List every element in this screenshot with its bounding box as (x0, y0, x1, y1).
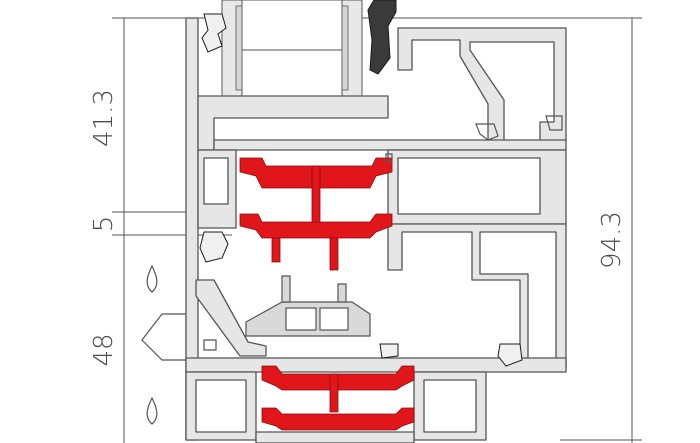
water-drop-icon (146, 264, 158, 293)
gasket-seals (199, 0, 523, 367)
drainage-arrow-icon (141, 313, 187, 361)
thermal-break-lower (261, 365, 415, 431)
dimension-top-height: 41.3 (89, 89, 119, 147)
dimension-gap-height: 5 (89, 216, 119, 233)
profile-clips (203, 115, 563, 351)
dimension-bottom-height: 48 (89, 333, 119, 366)
thermal-break-upper (239, 157, 393, 271)
drain-insert (245, 275, 371, 337)
water-drop-icon (146, 396, 158, 425)
dimension-overall-height: 94.3 (597, 211, 627, 269)
dimension-lines (112, 17, 642, 443)
glass-pane (221, 0, 363, 97)
frame-profile (185, 17, 567, 443)
